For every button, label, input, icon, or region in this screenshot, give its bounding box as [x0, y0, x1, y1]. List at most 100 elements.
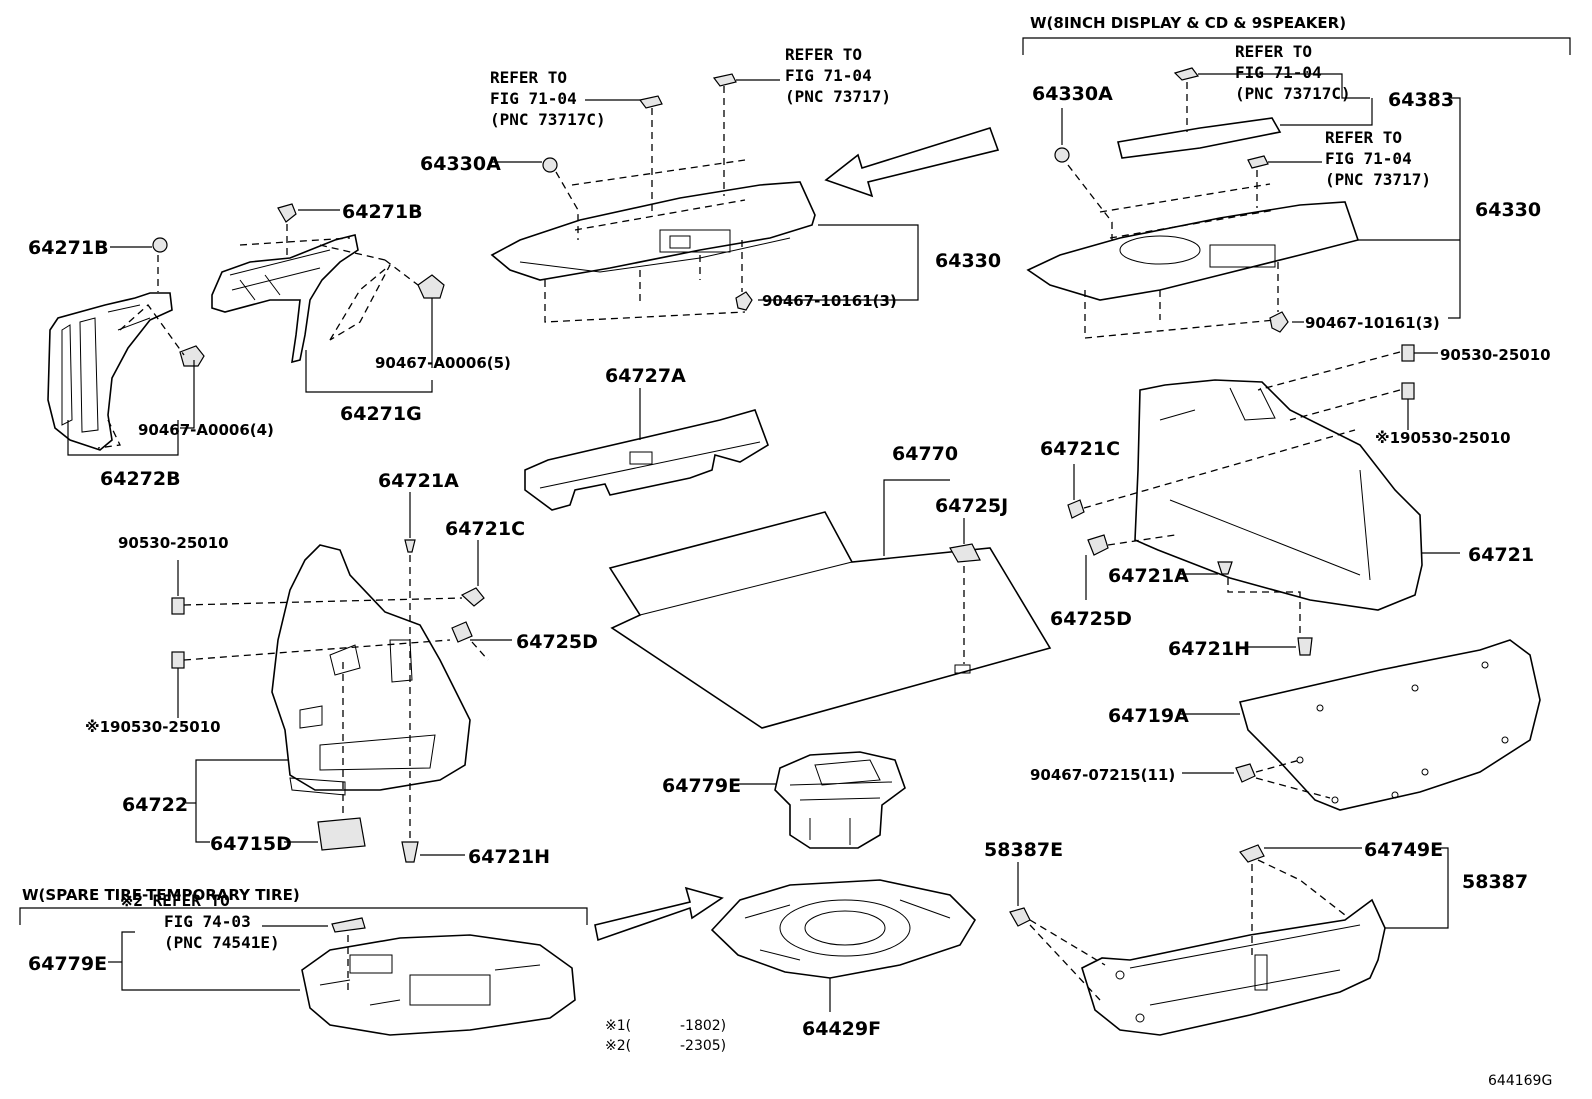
display-variant-label: W(8INCH DISPLAY & CD & 9SPEAKER) [1030, 14, 1346, 32]
label-64721H-left: 64721H [468, 846, 550, 868]
clip-73717C-right-icon [1173, 67, 1200, 81]
clip-64721H-right-icon [1297, 637, 1313, 656]
package-tray-trim-right-part [1026, 67, 1360, 339]
label-64330-center: 64330 [935, 250, 1001, 272]
label-64330A-right: 64330A [1032, 83, 1113, 105]
ref-mid-line1: REFER TO [785, 45, 862, 64]
label-64725J: 64725J [935, 495, 1008, 517]
ref-r1-line2: FIG 71-04 [1235, 63, 1322, 82]
spare-tire-tray-variant-part [301, 917, 576, 1036]
display-variant-bracket: W(8INCH DISPLAY & CD & 9SPEAKER) [1022, 14, 1571, 55]
ref-r1-line1: REFER TO [1235, 42, 1312, 61]
label-64721: 64721 [1468, 544, 1534, 566]
clip-64271B-right-icon [277, 203, 297, 223]
clip-64749E-icon [1239, 844, 1265, 863]
label-64271B-right: 64271B [342, 201, 423, 223]
label-190530-25010-left: ※190530-25010 [85, 718, 221, 736]
note2-mark: ※2( [605, 1038, 631, 1054]
deck-board-64727A-part [524, 409, 769, 511]
label-64721C-left: 64721C [445, 518, 525, 540]
spare-tire-tray-part [774, 751, 906, 849]
label-90467-07215: 90467-07215(11) [1030, 766, 1175, 784]
label-64383: 64383 [1388, 89, 1454, 111]
clip-90467-10161-center-icon [735, 291, 753, 311]
note2-range: -2305) [680, 1038, 726, 1054]
label-64429F: 64429F [802, 1018, 881, 1040]
label-64779E-left: 64779E [28, 953, 107, 975]
clip-90467-A0006-5-icon [417, 274, 445, 299]
label-64721H-right: 64721H [1168, 638, 1250, 660]
ref-mid-line3: (PNC 73717) [785, 87, 891, 106]
pad-64715D-icon [317, 817, 366, 851]
clip-90467-A0006-4-icon [179, 345, 205, 367]
mat-hook-64725J-icon [949, 543, 981, 563]
label-64271G: 64271G [340, 403, 422, 425]
pillar-trim-part [211, 203, 445, 364]
label-64770: 64770 [892, 443, 958, 465]
pad-90530-25010-right-icon [1401, 344, 1415, 362]
trunk-rear-trim-part [1009, 844, 1386, 1036]
label-64719A: 64719A [1108, 705, 1189, 727]
direction-arrow-top-icon [824, 127, 1000, 198]
ref-mid-line2: FIG 71-04 [785, 66, 872, 85]
label-64330-right: 64330 [1475, 199, 1541, 221]
label-64272B: 64272B [100, 468, 181, 490]
ref-r1-line3: (PNC 73717C) [1235, 84, 1351, 103]
clip-64330A-center-icon [542, 157, 558, 173]
pad-190530-25010-left-icon [171, 651, 185, 669]
ref-r2-line1: REFER TO [1325, 128, 1402, 147]
label-64721C-right: 64721C [1040, 438, 1120, 460]
label-64727A: 64727A [605, 365, 686, 387]
note1-range: -1802) [680, 1018, 726, 1034]
note1-mark: ※1( [605, 1018, 631, 1034]
label-64722: 64722 [122, 794, 188, 816]
label-90467-10161-right: 90467-10161(3) [1305, 314, 1440, 332]
clip-64721C-left-icon [460, 587, 485, 607]
clip-64271B-left-icon [152, 237, 168, 253]
screw-64721A-left-icon [404, 539, 416, 553]
clip-73717C-center-icon [638, 95, 663, 109]
clip-73717-right-icon [1247, 155, 1269, 169]
label-58387E: 58387E [984, 839, 1063, 861]
label-64330A-center: 64330A [420, 153, 501, 175]
luggage-mat-part [608, 511, 1052, 729]
clip-73717-center-icon [712, 73, 737, 87]
screw-64721A-right-icon [1217, 561, 1233, 575]
clip-90467-07215-icon [1235, 763, 1256, 783]
clip-64330A-right-icon [1054, 147, 1070, 163]
label-90467-10161-center: 90467-10161(3) [762, 292, 897, 310]
label-190530-25010-right: ※190530-25010 [1375, 429, 1511, 447]
label-90530-25010-right: 90530-25010 [1440, 346, 1551, 364]
figure-id: 644169G [1488, 1073, 1552, 1089]
ref-spare-line3: (PNC 74541E) [164, 933, 280, 952]
label-90467-A0006-5: 90467-A0006(5) [375, 354, 511, 372]
ref-left-line2: FIG 71-04 [490, 89, 577, 108]
label-64721A-right: 64721A [1108, 565, 1189, 587]
label-64779E-center: 64779E [662, 775, 741, 797]
spare-tire-cover-part [710, 879, 977, 979]
ref-spare-line1: ※2 REFER TO [120, 891, 230, 910]
ref-left-line3: (PNC 73717C) [490, 110, 606, 129]
clip-90467-10161-right-icon [1269, 311, 1289, 333]
clip-64721C-right-icon [1067, 499, 1085, 519]
clip-64721H-left-icon [401, 841, 419, 863]
label-64725D-right: 64725D [1050, 608, 1132, 630]
label-64721A-left: 64721A [378, 470, 459, 492]
ref-left-line1: REFER TO [490, 68, 567, 87]
clip-58387E-icon [1009, 907, 1031, 927]
trunk-lid-lining-part [1235, 639, 1541, 811]
pad-190530-25010-right-icon [1401, 382, 1415, 400]
side-trim-left-part [171, 539, 489, 863]
label-90467-A0006-4: 90467-A0006(4) [138, 421, 274, 439]
quarter-trim-left-part [47, 237, 205, 451]
label-64725D-left: 64725D [516, 631, 598, 653]
pad-90530-25010-left-icon [171, 597, 185, 615]
hook-64725D-left-icon [451, 621, 473, 643]
label-64749E: 64749E [1364, 839, 1443, 861]
clip-74541E-icon [331, 917, 366, 933]
hook-64725D-right-icon [1087, 534, 1109, 556]
package-tray-trim-center-part [490, 73, 816, 323]
ref-r2-line2: FIG 71-04 [1325, 149, 1412, 168]
tray-cover-64383-part [1117, 117, 1282, 159]
